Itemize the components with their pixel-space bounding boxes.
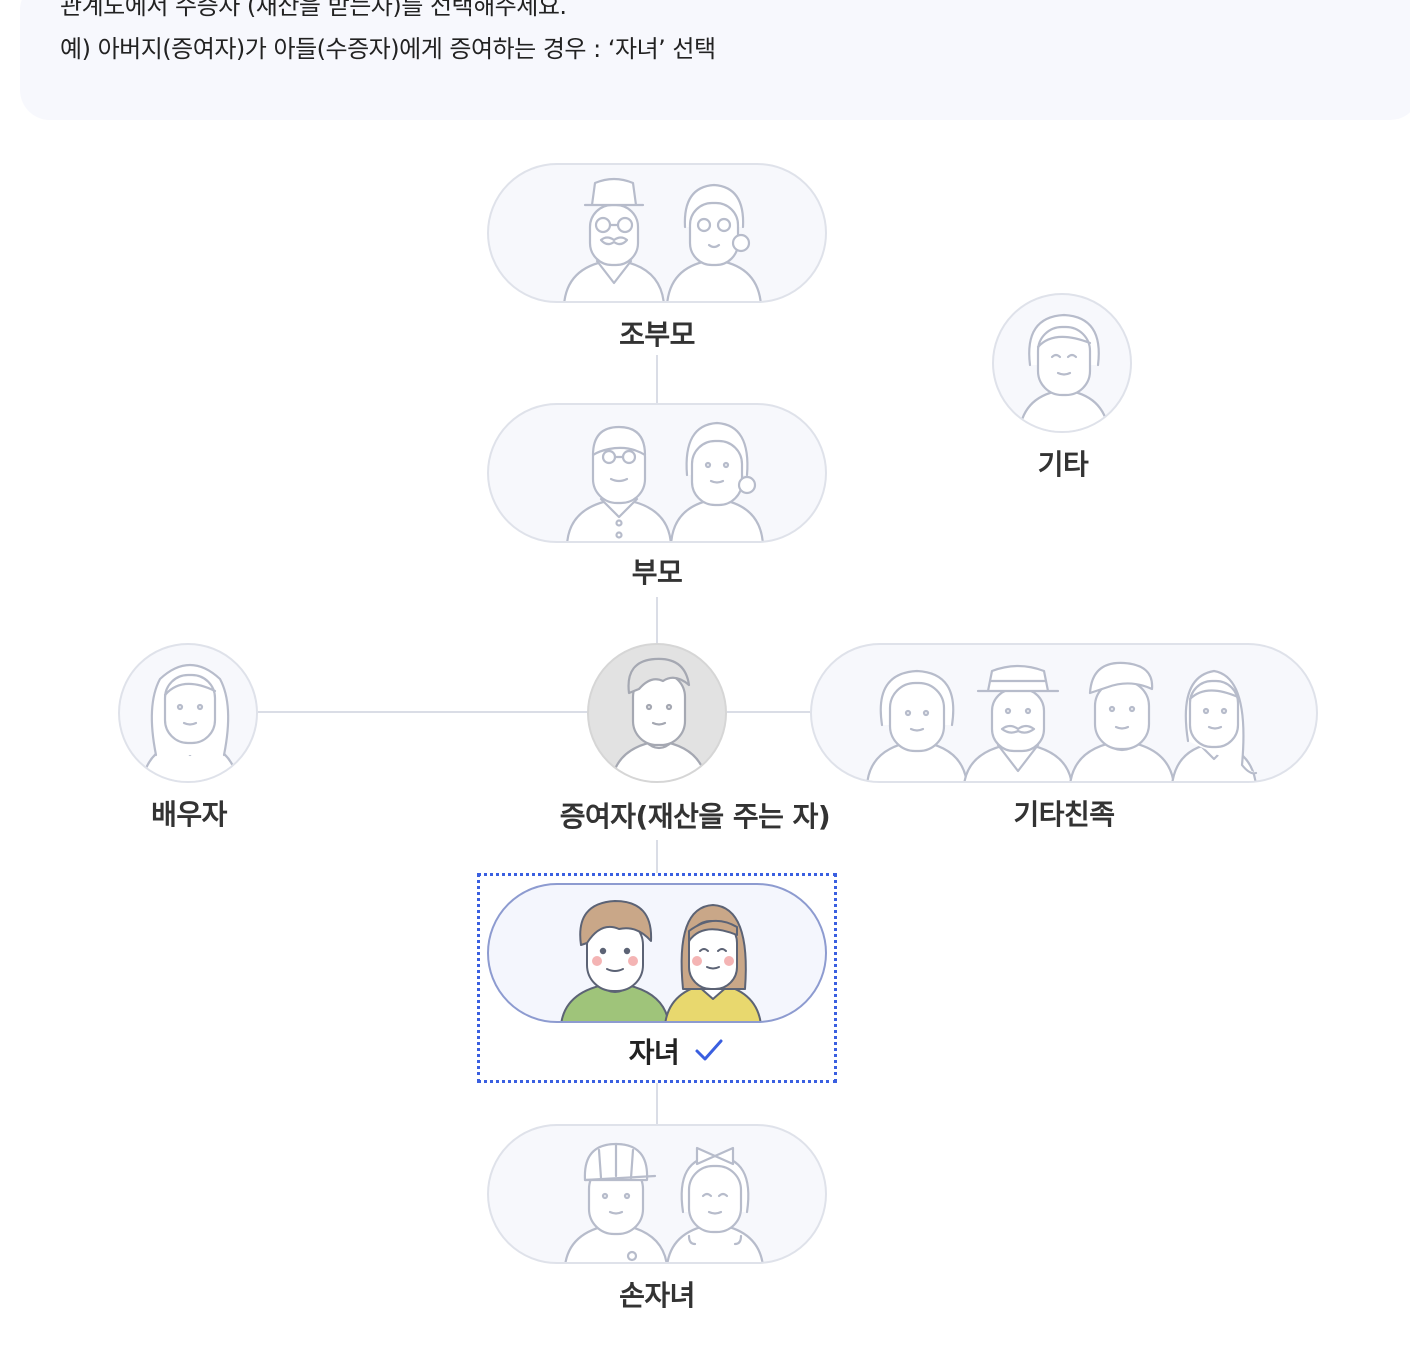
node-relatives-label: 기타친족 [1013,798,1115,831]
instruction-line-2: 예) 아버지(증여자)가 아들(수증자)에게 증여하는 경우 : ‘자녀’ 선택 [60,35,716,63]
node-parents[interactable]: 부모 [487,403,827,598]
other-person-icon [1018,313,1110,431]
check-icon [695,1039,723,1061]
selection-highlight [477,873,837,1083]
node-grandparents-label: 조부모 [619,318,695,351]
node-giver: 증여자(재산을 주는 자) [560,643,831,838]
node-other[interactable]: 기타 [992,293,1134,483]
relatives-icon [866,661,1258,781]
instruction-line-1: 관계도에서 수증자 (재산을 받는자)를 선택해주세요. [60,0,567,20]
node-children-label: 자녀 [628,1036,680,1069]
spouse-icon [141,664,239,781]
grandchildren-icon [564,1142,764,1262]
node-grandchildren[interactable]: 손자녀 [487,1124,827,1324]
parents-icon [566,421,764,541]
node-children[interactable]: 자녀 [487,883,827,1073]
node-other-label: 기타 [1037,448,1089,481]
grandparents-icon [563,177,762,301]
node-grandparents[interactable]: 조부모 [487,163,827,353]
node-parents-label: 부모 [631,556,683,589]
node-spouse[interactable]: 배우자 [118,643,260,833]
giver-icon [610,657,708,781]
node-relatives[interactable]: 기타친족 [810,643,1318,838]
instruction-box: 관계도에서 수증자 (재산을 받는자)를 선택해주세요. 예) 아버지(증여자)… [20,0,1410,120]
node-grandchildren-label: 손자녀 [619,1279,695,1312]
children-icon [560,900,762,1021]
node-spouse-label: 배우자 [151,798,227,831]
node-giver-label: 증여자(재산을 주는 자) [559,800,831,833]
